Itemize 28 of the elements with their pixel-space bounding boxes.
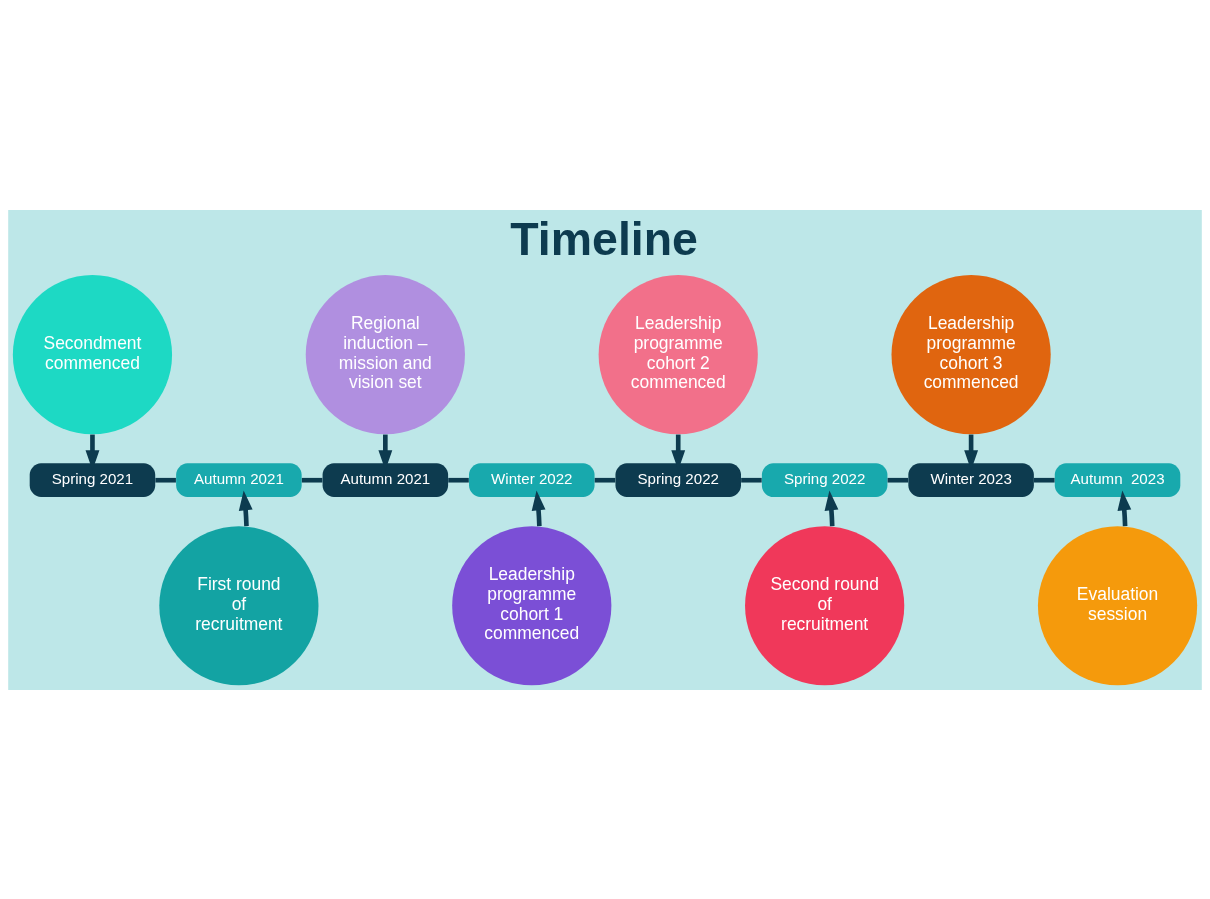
node-circle: Leadership programme cohort 1 commenced	[452, 525, 612, 685]
connector	[594, 477, 616, 483]
node-box: Spring 2021	[29, 462, 156, 497]
arrow	[531, 490, 546, 526]
connector	[887, 477, 909, 483]
diagram-title: Timeline	[510, 212, 698, 265]
node-circle: Regional induction – mission and vision set	[305, 274, 465, 434]
node-circle: First round of recruitment	[159, 525, 319, 685]
arrow	[1117, 490, 1132, 526]
node-circle: Leadership programme cohort 2 commenced	[598, 274, 758, 434]
connector	[301, 477, 323, 483]
arrow	[238, 490, 253, 526]
arrow	[824, 490, 839, 526]
node-circle: Evaluation session	[1037, 525, 1198, 685]
connector	[448, 477, 469, 483]
node-box: Winter 2022	[469, 462, 595, 497]
node-circle: Leadership programme cohort 3 commenced	[891, 274, 1051, 434]
node-circle: Secondment commenced	[12, 274, 173, 434]
connector	[1034, 477, 1055, 483]
connector	[741, 477, 762, 483]
node-box: Spring 2022	[761, 462, 888, 497]
connector	[155, 477, 176, 483]
node-box: Autumn 2021	[322, 462, 449, 497]
node-box: Autumn 2021	[176, 462, 302, 497]
node-box: Autumn 2023	[1054, 462, 1181, 497]
node-box: Winter 2023	[908, 462, 1034, 497]
node-box: Spring 2022	[615, 462, 741, 497]
node-circle: Second round of recruitment	[745, 525, 905, 685]
